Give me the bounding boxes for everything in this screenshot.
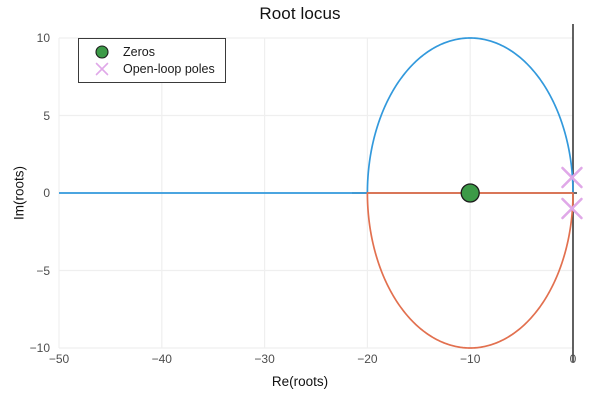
legend-item-open-loop-poles[interactable]: Open-loop poles xyxy=(85,60,215,77)
legend-label-open-loop-poles: Open-loop poles xyxy=(123,61,215,76)
y-tick-label: −5 xyxy=(36,263,50,278)
data-layer xyxy=(59,24,583,362)
x-tick-label: 0 xyxy=(569,352,577,366)
zeros-marker-icon xyxy=(85,44,119,60)
legend[interactable]: Zeros Open-loop poles xyxy=(78,38,226,83)
y-tick-label: 5 xyxy=(43,108,50,123)
y-axis-label: Im(roots) xyxy=(11,166,27,220)
open-loop-pole-marker xyxy=(561,197,583,220)
open-loop-poles-marker-icon xyxy=(85,61,119,77)
open-loop-pole-marker xyxy=(561,166,583,189)
x-tick-label: −50 xyxy=(48,352,70,366)
legend-item-zeros[interactable]: Zeros xyxy=(85,43,215,60)
y-tick-label: −10 xyxy=(29,341,50,355)
x-tick-label: −20 xyxy=(357,352,378,366)
legend-label-zeros: Zeros xyxy=(123,44,155,59)
plot-area xyxy=(58,24,583,362)
x-tick-label: −40 xyxy=(151,352,172,366)
locus-branch-upper-arc xyxy=(366,37,574,194)
x-axis-label: Re(roots) xyxy=(271,374,329,389)
zero-marker xyxy=(460,183,480,203)
x-tick-label: −10 xyxy=(460,352,481,366)
x-tick-label: −30 xyxy=(254,352,275,366)
y-tick-label: 0 xyxy=(43,186,50,200)
page-title: Root locus xyxy=(259,4,341,23)
y-tick-label: 10 xyxy=(36,31,50,45)
locus-branch-lower-arc xyxy=(366,192,574,349)
